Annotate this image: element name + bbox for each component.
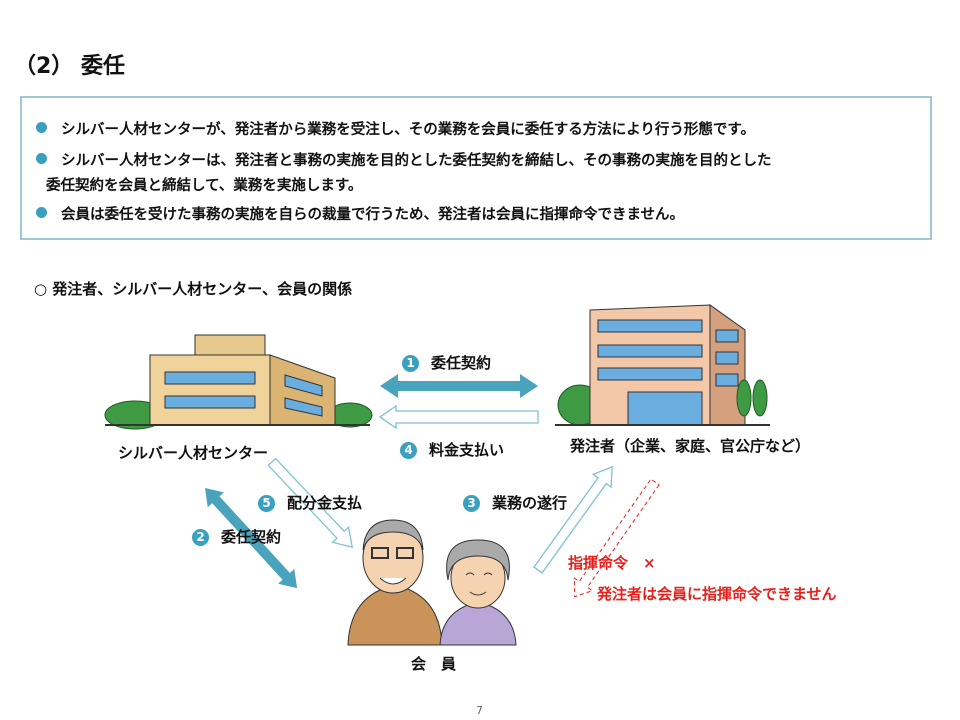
bullet-continuation: 委任契約を会員と締結して、業務を実施します。 bbox=[46, 178, 363, 194]
distribution-arrow-5 bbox=[267, 457, 354, 549]
work-arrow-3 bbox=[533, 465, 613, 574]
command-note: 発注者は会員に指揮命令できません bbox=[597, 585, 837, 603]
client-label: 発注者（企業、家庭、官公庁など） bbox=[570, 437, 811, 455]
members-illustration-icon bbox=[347, 519, 517, 646]
payment-arrow-4 bbox=[378, 404, 539, 430]
command-label: 指揮命令 × bbox=[568, 554, 656, 572]
member-label: 会 員 bbox=[411, 655, 457, 673]
step-number-badge: 3 bbox=[463, 495, 480, 512]
bullet-item: シルバー人材センターが、発注者から業務を受注し、その業務を会員に委任する方法によ… bbox=[36, 118, 755, 139]
bullet-dot-icon bbox=[36, 153, 47, 164]
bullet-item: シルバー人材センターは、発注者と事務の実施を目的とした委任契約を締結し、その事務… bbox=[36, 149, 772, 170]
bullet-dot-icon bbox=[36, 207, 47, 218]
bullet-text: シルバー人材センターは、発注者と事務の実施を目的とした委任契約を締結し、その事務… bbox=[61, 153, 772, 169]
summary-box: シルバー人材センターが、発注者から業務を受注し、その業務を会員に委任する方法によ… bbox=[20, 96, 932, 240]
bullet-text: 会員は委任を受けた事務の実施を自らの裁量で行うため、発注者は会員に指揮命令できま… bbox=[61, 207, 685, 223]
bullet-item: 会員は委任を受けた事務の実施を自らの裁量で行うため、発注者は会員に指揮命令できま… bbox=[36, 203, 684, 224]
step-number-badge: 5 bbox=[258, 495, 275, 512]
center-building-icon bbox=[104, 334, 373, 430]
bullet-text: シルバー人材センターが、発注者から業務を受注し、その業務を会員に委任する方法によ… bbox=[61, 122, 755, 138]
bullet-dot-icon bbox=[36, 122, 47, 133]
step-text: 委任契約 bbox=[221, 528, 282, 546]
step-text: 業務の遂行 bbox=[492, 494, 568, 512]
step-2-label: 2 委任契約 bbox=[192, 526, 281, 547]
client-building-icon bbox=[555, 304, 770, 426]
step-3-label: 3 業務の遂行 bbox=[463, 492, 567, 513]
step-1-label: 1 委任契約 bbox=[402, 352, 491, 373]
contract-arrow-2 bbox=[205, 488, 298, 589]
step-number-badge: 4 bbox=[400, 442, 417, 459]
step-number-badge: 2 bbox=[192, 529, 209, 546]
step-4-label: 4 料金支払い bbox=[400, 439, 504, 460]
contract-arrow-1 bbox=[380, 374, 538, 398]
step-text: 料金支払い bbox=[429, 441, 505, 459]
page-title: （2） 委任 bbox=[14, 54, 125, 79]
step-5-label: 5 配分金支払 bbox=[258, 492, 362, 513]
step-number-badge: 1 bbox=[402, 355, 419, 372]
diagram-heading: ○ 発注者、シルバー人材センター、会員の関係 bbox=[34, 280, 353, 298]
page-number: 7 bbox=[476, 704, 483, 717]
center-label: シルバー人材センター bbox=[118, 444, 269, 462]
step-text: 委任契約 bbox=[431, 354, 492, 372]
step-text: 配分金支払 bbox=[287, 494, 363, 512]
